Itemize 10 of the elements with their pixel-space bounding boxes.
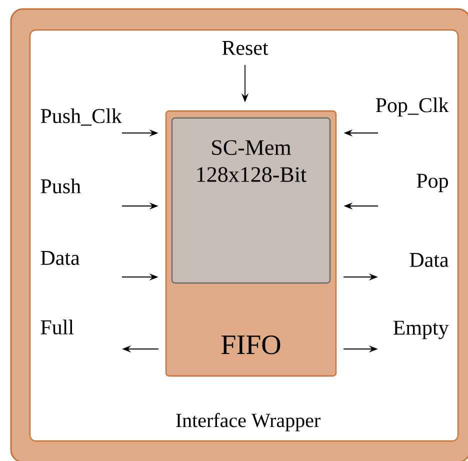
- signal-label: Empty: [393, 320, 449, 340]
- signal-label: Full: [40, 320, 74, 334]
- memory-box: SC-Mem 128x128-Bit: [171, 117, 331, 284]
- signal-label: Reset: [222, 41, 268, 55]
- signal-label: Data: [40, 251, 80, 265]
- signal-label: Push: [40, 178, 81, 194]
- signal-label: Push_Clk: [40, 108, 122, 126]
- signal-label: Pop: [416, 174, 448, 192]
- signal-label: Data: [410, 253, 449, 267]
- signal-label: Pop_Clk: [376, 97, 449, 117]
